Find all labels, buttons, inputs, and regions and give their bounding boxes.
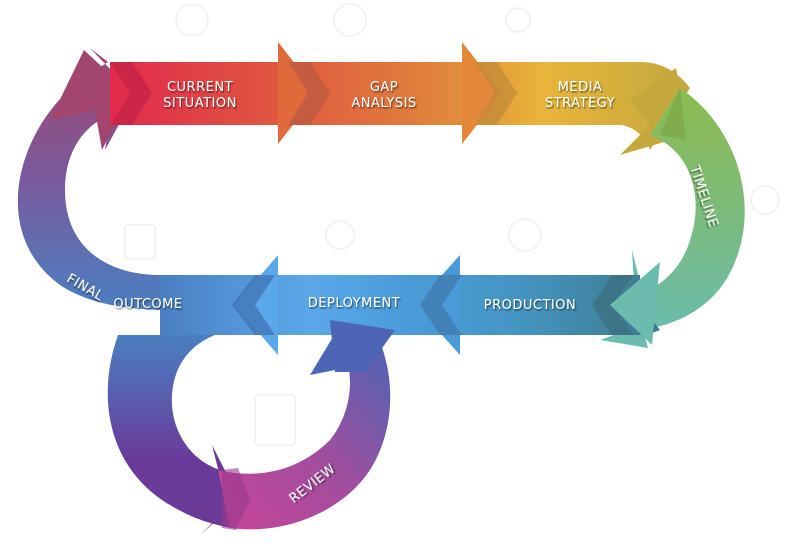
label-production: PRODUCTION	[484, 298, 576, 313]
deployment-loop-arrowhead	[330, 320, 395, 372]
faint-person-icon	[325, 220, 355, 250]
media-strategy-seam	[475, 62, 517, 125]
bottom-band	[160, 275, 660, 335]
production-arrowhead	[600, 250, 650, 348]
review-arc	[218, 342, 391, 530]
gap-analysis-seam	[288, 62, 330, 125]
final-outcome-seam	[232, 275, 275, 335]
gap-analysis-arrowhead	[278, 42, 318, 144]
media-strategy-arrowhead	[462, 42, 502, 144]
faint-clock-icon	[175, 3, 209, 37]
loop-left-arc	[107, 335, 232, 528]
timeline-seam	[660, 88, 686, 140]
label-media-strategy-line2: STRATEGY	[545, 96, 615, 111]
faint-target-icon	[505, 7, 531, 33]
current-situation-notch	[110, 62, 152, 125]
deployment-loop-arrow-tip	[310, 322, 345, 375]
deployment-seam	[420, 275, 462, 335]
faint-chat-icon	[333, 3, 367, 37]
label-current-situation-line1: CURRENT	[167, 80, 233, 95]
top-band	[110, 62, 690, 150]
timeline-arc	[620, 88, 745, 330]
faint-stopwatch-icon	[750, 185, 780, 215]
production-head	[610, 262, 660, 345]
stage-labels: CURRENT SITUATION GAP ANALYSIS MEDIA STR…	[64, 80, 721, 507]
label-deployment: DEPLOYMENT	[308, 296, 400, 311]
label-media-strategy-line1: MEDIA	[558, 80, 603, 95]
label-final-outcome-line2: OUTCOME	[113, 297, 182, 312]
faint-document-icon	[254, 394, 296, 446]
production-seam	[592, 275, 634, 335]
label-current-situation-line2: SITUATION	[163, 96, 237, 111]
faint-calendar-icon	[124, 224, 156, 260]
faint-gear-icon	[508, 218, 542, 252]
label-gap-analysis-line2: ANALYSIS	[351, 96, 416, 111]
review-seam	[222, 468, 250, 530]
label-gap-analysis-line1: GAP	[370, 80, 398, 95]
background-icons	[124, 3, 780, 446]
